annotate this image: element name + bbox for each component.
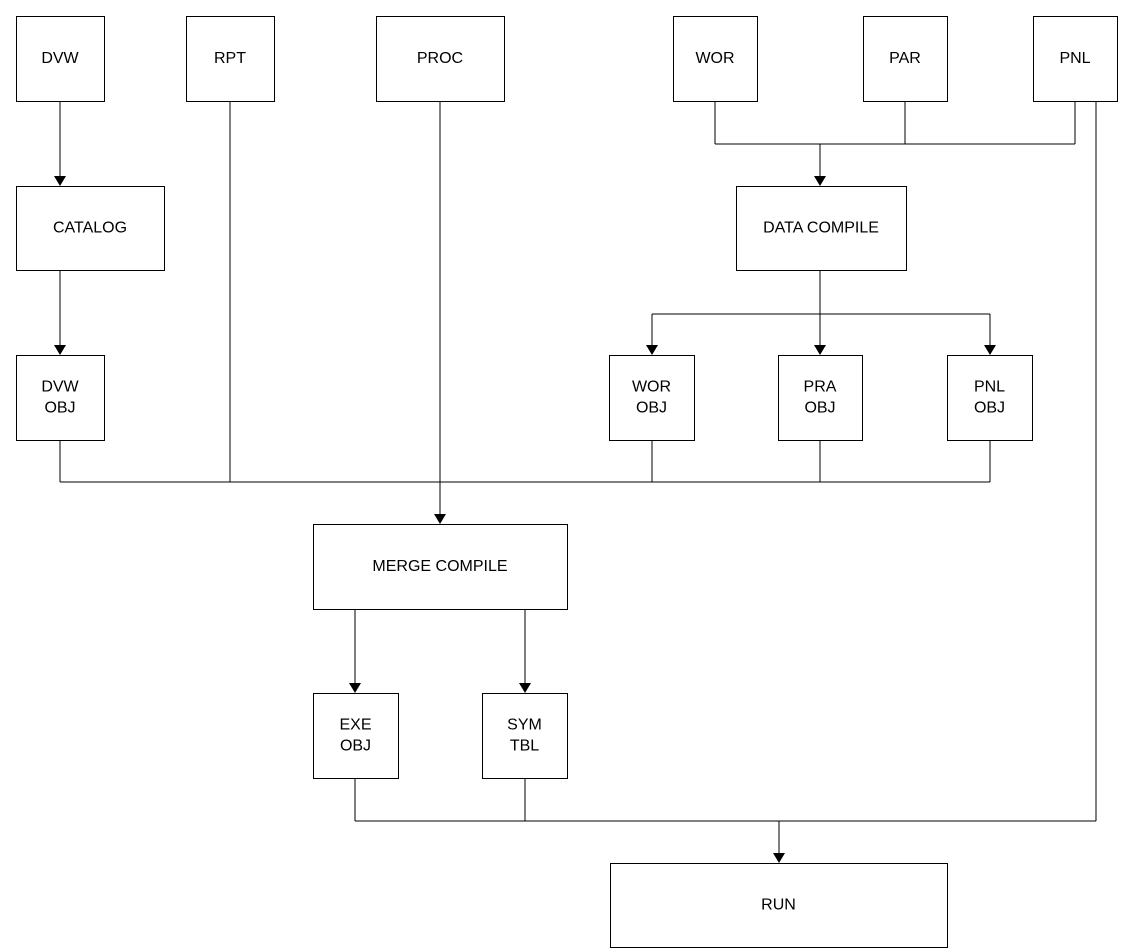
node-box (863, 16, 948, 102)
node-data-compile: DATA COMPILE (736, 186, 907, 271)
node-box (778, 355, 863, 441)
node-wor-obj: WOR OBJ (609, 355, 695, 441)
node-label: MERGE COMPILE (372, 558, 507, 575)
node-box (609, 355, 695, 441)
node-label: OBJ (340, 738, 371, 755)
node-label: RPT (214, 50, 246, 67)
node-par: PAR (863, 16, 948, 102)
node-label: PROC (417, 50, 463, 67)
node-label: DVW (41, 379, 79, 396)
edge-dvw-catalog (54, 101, 66, 186)
node-box (1033, 16, 1118, 102)
node-sym-tbl: SYM TBL (482, 693, 568, 779)
node-pnl: PNL (1033, 16, 1118, 102)
node-label: OBJ (974, 400, 1005, 417)
node-dvw-obj: DVW OBJ (16, 355, 105, 441)
node-run: RUN (610, 863, 948, 948)
node-rpt: RPT (186, 16, 275, 102)
node-label: WOR (632, 379, 671, 396)
node-dvw: DVW (16, 16, 105, 102)
node-label: PNL (1059, 50, 1090, 67)
node-box (947, 355, 1033, 441)
node-merge-compile: MERGE COMPILE (313, 524, 568, 610)
node-label: OBJ (44, 400, 75, 417)
node-box (313, 524, 568, 610)
node-label: DVW (41, 50, 79, 67)
node-box (482, 693, 568, 779)
node-box (16, 355, 105, 441)
node-pra-obj: PRA OBJ (778, 355, 863, 441)
node-label: DATA COMPILE (763, 220, 879, 237)
connectors (54, 101, 1097, 863)
node-label: OBJ (636, 400, 667, 417)
node-box (16, 186, 165, 271)
node-label: RUN (761, 897, 796, 914)
node-wor: WOR (673, 16, 758, 102)
nodes: DVW RPT PROC WOR PAR PNL CATALOG DATA COMPILE DV… (16, 16, 1118, 948)
node-label: PNL (974, 379, 1005, 396)
node-box (16, 16, 105, 102)
node-box (376, 16, 505, 102)
node-exe-obj: EXE OBJ (313, 693, 399, 779)
node-label: PAR (889, 50, 921, 67)
node-box (736, 186, 907, 271)
node-box (610, 863, 948, 948)
node-label: WOR (695, 50, 734, 67)
node-label: TBL (510, 738, 539, 755)
node-label: SYM (507, 717, 542, 734)
edge-group-data-compile-objects (646, 270, 996, 355)
node-label: PRA (804, 379, 837, 396)
edge-catalog-dvw-obj (54, 270, 66, 355)
node-box (313, 693, 399, 779)
node-pnl-obj: PNL OBJ (947, 355, 1033, 441)
edge-group-sources-data-compile (714, 101, 1076, 186)
node-box (673, 16, 758, 102)
node-label: EXE (339, 717, 371, 734)
edge-group-objects-merge-compile (59, 101, 991, 524)
node-label: OBJ (804, 400, 835, 417)
edge-group-merge-outputs (349, 609, 531, 693)
node-label: CATALOG (53, 220, 127, 237)
node-catalog: CATALOG (16, 186, 165, 271)
node-box (186, 16, 275, 102)
node-proc: PROC (376, 16, 505, 102)
edge-group-run-inputs (354, 101, 1097, 863)
